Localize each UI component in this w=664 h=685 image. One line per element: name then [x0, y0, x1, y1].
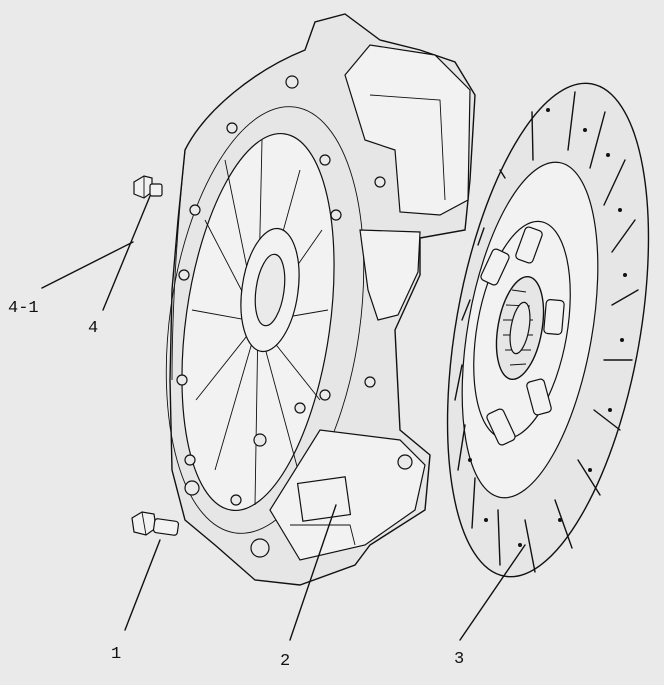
leader-2 — [289, 504, 337, 641]
callout-4-1: 4-1 — [8, 299, 39, 318]
lug-hole-left — [184, 480, 200, 496]
lower-strap-plate — [296, 476, 352, 522]
bolt-1 — [131, 511, 180, 536]
release-hub-bore — [254, 253, 286, 327]
cover-inner-rim — [165, 106, 365, 534]
upper-strap-lug — [344, 44, 471, 216]
bolt-4 — [133, 175, 163, 199]
clutch-disc — [446, 82, 650, 578]
lug-hole-bottom — [250, 538, 270, 558]
damper-springs — [480, 226, 565, 446]
leader-4 — [102, 195, 151, 311]
leader-1 — [124, 539, 161, 631]
lug-hole-right — [397, 454, 413, 470]
leader-4-1 — [41, 241, 134, 289]
callout-1: 1 — [111, 645, 121, 664]
middle-strap-lug — [359, 229, 421, 321]
callout-4: 4 — [88, 319, 98, 338]
callout-3: 3 — [454, 650, 464, 669]
leader-3 — [459, 544, 526, 641]
facing-rivets — [468, 108, 627, 547]
facing-grooves — [454, 91, 639, 573]
leader-lines — [41, 195, 526, 641]
pressure-plate-assembly — [165, 13, 476, 586]
callout-2: 2 — [280, 652, 290, 671]
hub-bore — [509, 301, 531, 355]
